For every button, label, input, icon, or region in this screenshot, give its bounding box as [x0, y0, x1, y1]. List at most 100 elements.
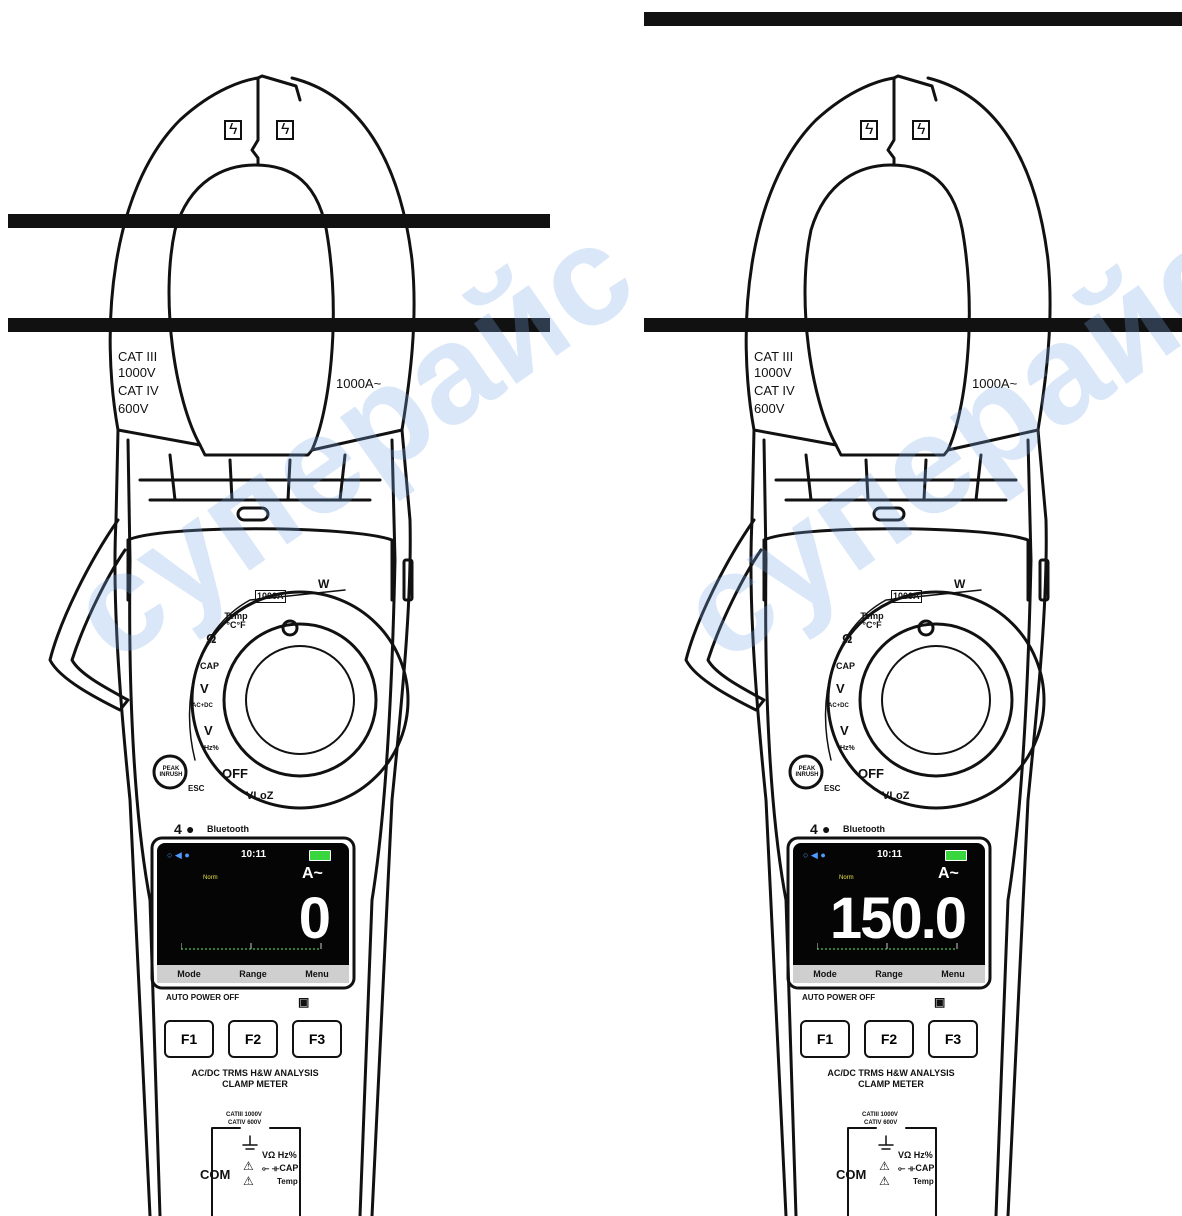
status-icons: ○ ◀ ●	[803, 850, 826, 860]
dial-w[interactable]: W	[318, 577, 330, 591]
dial-vloz[interactable]: VLoZ	[882, 790, 910, 802]
dial-ring	[858, 622, 1014, 778]
jaw-lever	[48, 518, 130, 712]
warning-icon: ⚠	[243, 1159, 254, 1173]
jaw-symbol-right: ϟ	[276, 120, 295, 140]
body-panel	[762, 527, 1030, 602]
cat-rating-2: 1000V	[754, 365, 792, 380]
jaw-outer	[744, 76, 1052, 432]
battery-icon	[309, 850, 331, 861]
dial-w[interactable]: W	[954, 577, 966, 591]
peak-inrush-button	[152, 754, 188, 790]
dial-center	[881, 645, 991, 755]
cat-rating-4: 600V	[754, 401, 785, 416]
dial-acdc[interactable]: AC+DC	[828, 703, 849, 709]
terminal-frame	[847, 1127, 937, 1216]
f3-button[interactable]: F3	[292, 1020, 342, 1058]
dial-off[interactable]: OFF	[222, 766, 248, 781]
com-terminal-label: COM	[200, 1167, 231, 1182]
dial-hz[interactable]: Hz%	[840, 745, 855, 752]
warning-icon: ⚠	[879, 1174, 890, 1188]
f1-button[interactable]: F1	[800, 1020, 850, 1058]
f2-button[interactable]: F2	[864, 1020, 914, 1058]
body-inner-right	[994, 438, 1033, 1216]
guard-slot	[872, 506, 906, 522]
jaw-outer	[108, 76, 416, 432]
dial-v-dc[interactable]: V	[204, 723, 213, 738]
f2-button[interactable]: F2	[228, 1020, 278, 1058]
dial-ohm[interactable]: Ω	[206, 631, 217, 646]
jaw-seam	[250, 98, 260, 167]
dial-v-dc[interactable]: V	[840, 723, 849, 738]
dial-v-ac[interactable]: V	[836, 681, 845, 696]
dial-temp[interactable]: Temp °C°F	[860, 611, 884, 630]
model-title-line1: AC/DC TRMS H&W ANALYSIS	[827, 1068, 955, 1078]
model-title-line2: CLAMP METER	[858, 1079, 924, 1089]
dial-arc	[188, 589, 346, 761]
dial-arc	[824, 589, 982, 761]
dial-acdc[interactable]: AC+DC	[192, 703, 213, 709]
clamp-meter-left: ϟ ϟ CAT III 1000V CAT IV 600V 1000A~ 100…	[48, 74, 416, 1216]
lcd-screen: ○ ◀ ● 10:11 Norm A~ 150.0 Mode Range Men…	[793, 843, 985, 983]
bluetooth-icon: ●	[822, 821, 831, 837]
terminal-rating-2: CATIV 600V	[864, 1120, 898, 1126]
model-title-line2: CLAMP METER	[222, 1079, 288, 1089]
jaw-symbol-left: ϟ	[224, 120, 243, 140]
terminal-rating-2: CATIV 600V	[228, 1120, 262, 1126]
esc-label: ESC	[188, 784, 205, 793]
dial-temp[interactable]: Temp °C°F	[224, 611, 248, 630]
jaw-tip	[892, 74, 938, 102]
meter-body	[113, 428, 412, 1216]
auto-power-off-label: AUTO POWER OFF	[802, 993, 876, 1002]
f1-button[interactable]: F1	[164, 1020, 214, 1058]
clamp-meter-right: ϟ ϟ CAT III 1000V CAT IV 600V 1000A~ 100…	[636, 0, 1182, 1216]
auto-power-off-label: AUTO POWER OFF	[166, 993, 240, 1002]
jaw-seam	[886, 98, 896, 167]
bluetooth-label: Bluetooth	[843, 824, 885, 834]
jaw-tip	[256, 74, 302, 102]
f3-button[interactable]: F3	[928, 1020, 978, 1058]
dial-ohm[interactable]: Ω	[842, 631, 853, 646]
peak-inrush-button	[788, 754, 824, 790]
dial-cap[interactable]: CAP	[836, 661, 856, 671]
terminal-function-3: Temp	[913, 1177, 934, 1186]
main-reading: 150.0	[829, 886, 967, 951]
terminal-function-3: Temp	[277, 1177, 298, 1186]
mode-indicator: Norm	[839, 875, 854, 881]
cat-rating-4: 600V	[118, 401, 149, 416]
dial-vloz[interactable]: VLoZ	[246, 790, 274, 802]
cat-rating-1: CAT III	[118, 349, 158, 364]
terminal-ground	[242, 1135, 258, 1150]
unit-label: A~	[938, 865, 959, 882]
softkey-mode: Mode	[177, 969, 201, 979]
body-inner-left	[762, 438, 798, 1216]
bluetooth-icon: ●	[186, 821, 195, 837]
jaw-inner	[803, 163, 971, 457]
dial-hz[interactable]: Hz%	[204, 745, 219, 752]
dial-1000a[interactable]: 1000A	[255, 590, 286, 603]
warning-icon: ⚠	[243, 1174, 254, 1188]
brand-number: 4	[810, 821, 818, 837]
cat-rating-3: CAT IV	[118, 383, 159, 398]
body-inner-right	[358, 438, 397, 1216]
dial-ring	[222, 622, 378, 778]
guard-rib	[804, 453, 983, 502]
dial-v-ac[interactable]: V	[200, 681, 209, 696]
cable-right-top	[644, 12, 1182, 26]
softkey-menu: Menu	[305, 969, 329, 979]
cat-rating-3: CAT IV	[754, 383, 795, 398]
terminal-function-1: VΩ Hz%	[898, 1150, 933, 1160]
brand-number: 4	[174, 821, 182, 837]
meter-outline	[48, 74, 416, 1216]
mode-indicator: Norm	[203, 875, 218, 881]
dial-1000a[interactable]: 1000A	[891, 590, 922, 603]
dial-off[interactable]: OFF	[858, 766, 884, 781]
terminal-rating-1: CATIII 1000V	[226, 1112, 262, 1118]
jaw-current-rating: 1000A~	[972, 376, 1018, 391]
side-button	[402, 558, 414, 602]
dial-cap[interactable]: CAP	[200, 661, 220, 671]
side-button	[1038, 558, 1050, 602]
terminal-function-1: VΩ Hz%	[262, 1150, 297, 1160]
finger-guard	[752, 428, 1040, 502]
